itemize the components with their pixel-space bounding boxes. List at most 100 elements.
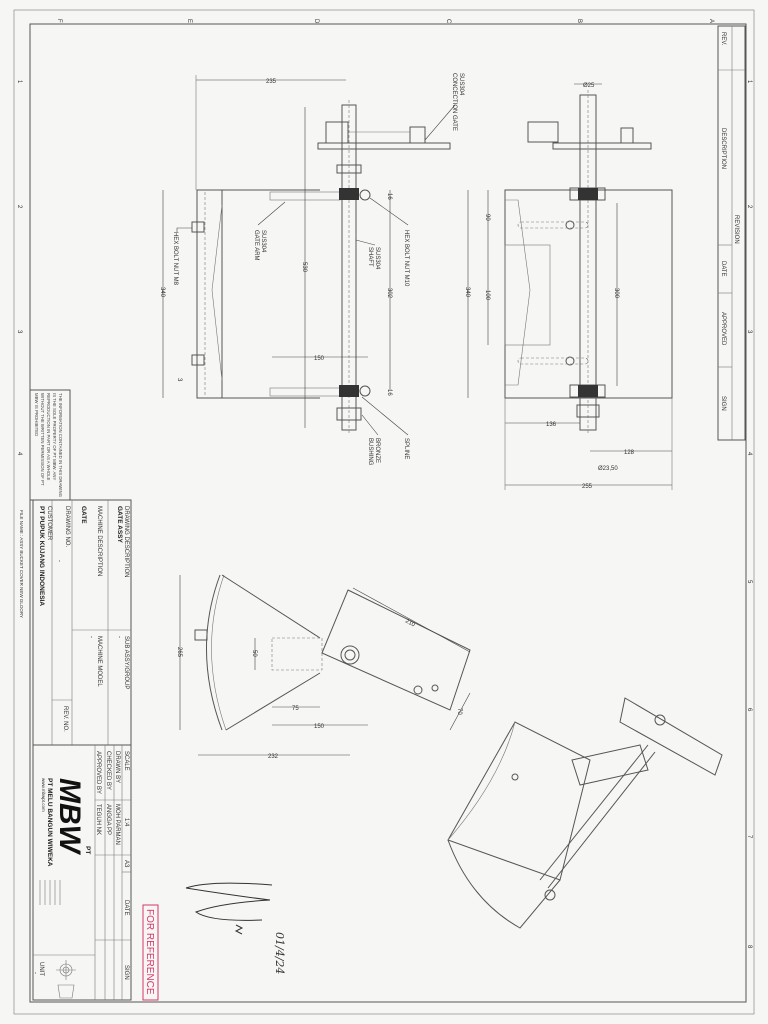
sub-assy-value: -: [116, 636, 122, 638]
col-marker: C: [445, 19, 451, 24]
row-marker: 2: [16, 205, 22, 209]
dim-50: 50: [251, 650, 257, 657]
approved-by-value: TEGUH NK: [95, 804, 101, 835]
dim-136: 136: [546, 422, 557, 428]
dim-16-top: 16: [386, 193, 392, 200]
side-view: 265 50 75 150 232 210 70: [176, 574, 471, 760]
dim-340: 340: [464, 287, 470, 298]
machine-description: GATE: [80, 506, 87, 524]
label-bushing: BUSHING: [367, 438, 373, 466]
customer-label: CUSTOMER: [46, 506, 52, 541]
dim-128: 128: [624, 450, 635, 456]
label-connection-gate: CONCECTION GATE: [451, 73, 457, 131]
dim-100: 100: [484, 290, 490, 301]
date-label: DATE: [123, 900, 129, 916]
company-address-lines: [39, 880, 61, 905]
col-marker: D: [313, 19, 319, 24]
connection-gate: [317, 142, 451, 150]
for-reference-stamp: FOR REFERENCE: [142, 904, 159, 1001]
drawing-description: GATE ASSY: [116, 506, 123, 544]
drawn-by-value: MOH PARMAN: [114, 804, 120, 845]
label-connection-gate-material: SUS304: [458, 73, 464, 96]
outer-border: [13, 9, 755, 1015]
dim-90: 90: [484, 214, 490, 221]
revision-header: REVISION: [733, 215, 739, 244]
scale-label: SCALE: [123, 751, 129, 771]
approved-by-label: APPROVED BY: [95, 751, 101, 794]
projection-symbol-icon: [56, 960, 76, 999]
revision-table: REV. DESCRIPTION REVISION DATE APPROVED …: [717, 25, 746, 441]
col-marker: E: [186, 19, 192, 23]
drawing-no-value: -: [56, 560, 62, 562]
approved-header: APPROVED: [720, 312, 726, 346]
machine-model-label: MACHINE MODEL: [96, 636, 102, 687]
sub-assy-label: SUB ASSY/GROUP: [123, 636, 129, 689]
scale-value: 1:4: [123, 818, 129, 827]
drawing-description-label: DRAWING DESCRIPTION: [123, 506, 129, 577]
company-name: PT MELU BANGUN WIWEKA: [46, 778, 53, 867]
isometric-view: [447, 697, 723, 929]
border-row-markers: 1 2 3 4 5 6 7 8 1 2 3 4: [16, 80, 752, 949]
row-marker: 6: [746, 708, 752, 712]
stamp-text: FOR REFERENCE: [144, 909, 155, 995]
inner-border: [29, 23, 747, 1003]
label-gate-arm-material: SUS304: [260, 230, 266, 253]
unit-label: UNIT: [38, 962, 44, 976]
dim-255: 255: [582, 484, 593, 490]
date-header: DATE: [720, 261, 726, 277]
row-marker: 3: [16, 330, 22, 334]
row-marker: 3: [746, 330, 752, 334]
row-marker: 8: [746, 945, 752, 949]
sign-header: SIGN: [720, 396, 726, 411]
sign-label: SIGN: [123, 965, 129, 980]
border-column-markers: F E D C B A: [56, 19, 714, 24]
title-block: DRAWING DESCRIPTION GATE ASSY SUB ASSY/G…: [19, 499, 132, 1001]
company-logo-suffix: PT: [84, 846, 91, 854]
label-hex-bolt-m8: HEX BOLT NUT M8: [172, 232, 178, 286]
checked-by-label: CHECKED BY: [105, 751, 111, 790]
company-logo: MBW: [53, 778, 86, 856]
confidentiality-notice: THE INFORMATION CONTAINED IN THIS DRAWIN…: [29, 389, 71, 501]
dim-70: 70: [456, 708, 462, 715]
dim-340: 340: [159, 287, 165, 298]
dim-75: 75: [292, 706, 299, 712]
dim-dia-23-50: Ø23,50: [598, 466, 618, 472]
dim-150: 150: [314, 356, 325, 362]
row-marker: 1: [16, 80, 22, 84]
label-spline: SPLINE: [403, 438, 409, 459]
checked-by-value: ANGGA PP: [105, 804, 111, 835]
dim-530: 530: [301, 262, 307, 273]
front-view: Ø25 340 90 100 300 136 128 Ø23,50 255: [464, 83, 673, 490]
rev-header: REV.: [720, 32, 726, 46]
dim-235: 235: [266, 79, 277, 85]
label-shaft: SHAFT: [367, 247, 373, 267]
label-gate-arm: GATE ARM: [253, 230, 259, 261]
unit-value: -: [32, 972, 38, 974]
row-marker: 4: [16, 452, 22, 456]
file-name: FILE NAME : ASSY BUCKET COVER NEW GLOORY: [19, 510, 24, 618]
col-marker: A: [708, 19, 714, 23]
dim-dia-25: Ø25: [583, 83, 595, 89]
drawn-by-label: DRAWN BY: [114, 751, 120, 783]
drawing-no-label: DRAWING NO.: [64, 506, 70, 547]
row-marker: 2: [746, 205, 752, 209]
label-bushing-material: BRONZE: [374, 438, 380, 463]
dim-16-bottom: 16: [386, 389, 392, 396]
customer-name: PT PUPUK KUJANG INDONESIA: [38, 506, 45, 606]
col-marker: B: [576, 19, 582, 23]
company-website: www.mbwpt.com: [41, 778, 46, 812]
top-view: 235 530 340 302 150 16 16 3 CONCECTION G…: [159, 73, 464, 466]
dim-232: 232: [268, 754, 279, 760]
row-marker: 5: [746, 580, 752, 584]
machine-model-value: -: [88, 636, 94, 638]
label-shaft-material: SUS304: [374, 247, 380, 270]
col-marker: F: [56, 19, 62, 23]
dim-302: 302: [386, 288, 392, 299]
notice-text: THE INFORMATION CONTAINED IN THIS DRAWIN…: [34, 393, 63, 497]
row-marker: 4: [746, 452, 752, 456]
handwritten-date: 01/4/24: [273, 932, 286, 974]
dim-210: 210: [404, 618, 416, 628]
dim-150: 150: [314, 724, 325, 730]
dim-300: 300: [613, 288, 619, 299]
